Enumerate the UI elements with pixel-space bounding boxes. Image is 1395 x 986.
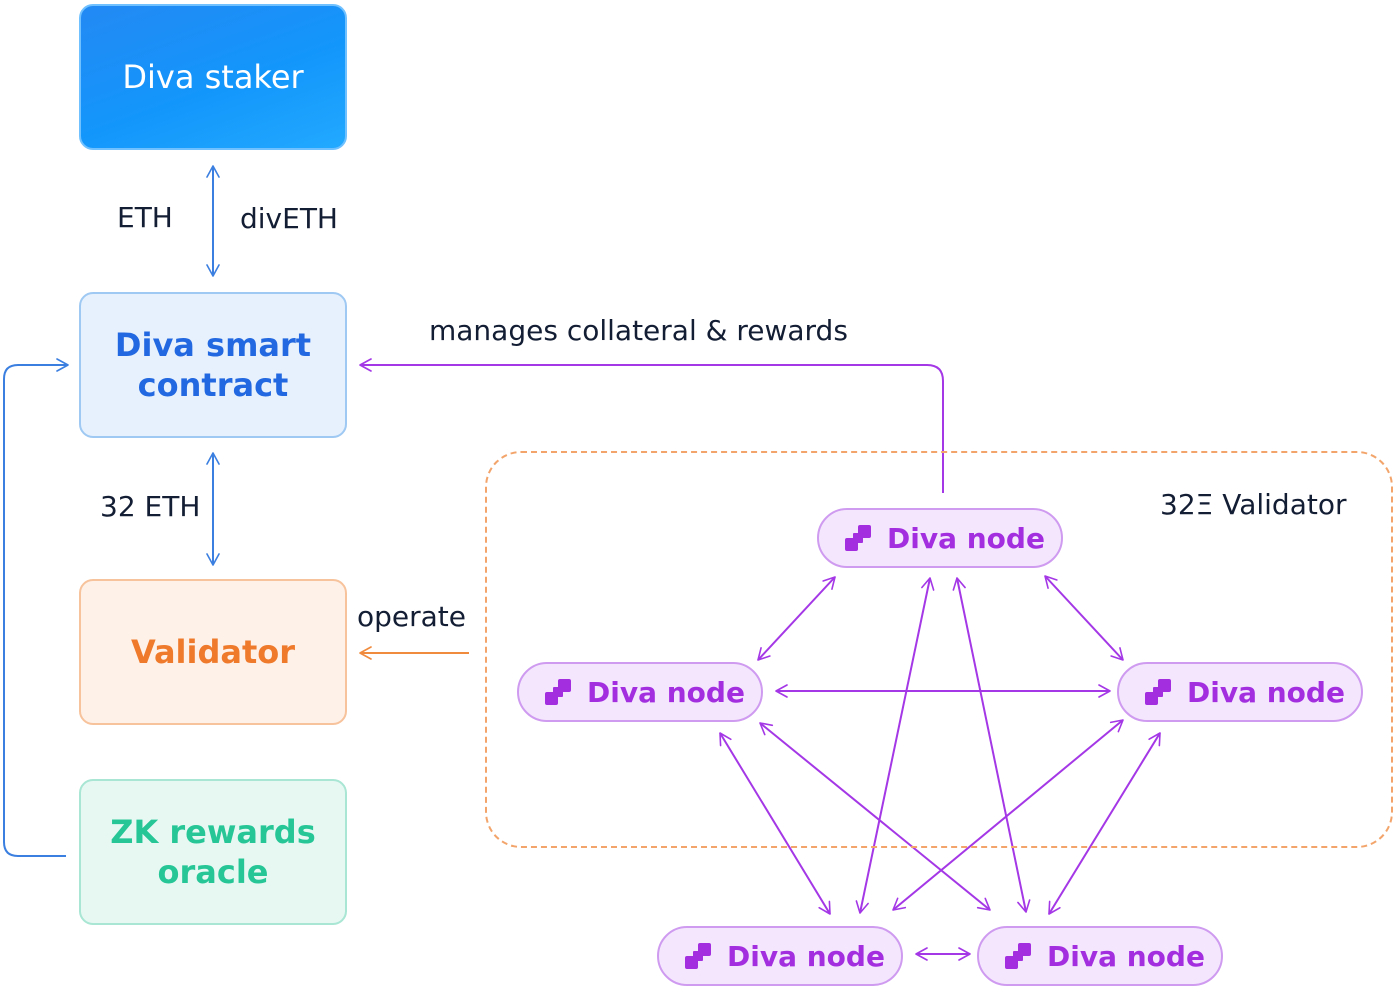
diva-logo-icon: [845, 525, 871, 551]
diveth-label: divETH: [240, 202, 338, 235]
eth-label: ETH: [117, 201, 173, 234]
diva-node-bottom-right: Diva node: [977, 926, 1223, 986]
diva-smart-contract-box: Diva smart contract: [79, 292, 347, 438]
link-right-bottomright: [1048, 732, 1161, 915]
oracle-feedback-arrow: [3, 358, 69, 857]
diva-node-label: Diva node: [1047, 939, 1205, 973]
contract-label-line-1: Diva smart: [114, 326, 312, 364]
32-eth-label: 32 ETH: [100, 490, 201, 523]
zk-rewards-oracle-label: ZK rewards oracle: [110, 812, 316, 892]
diva-smart-contract-label: Diva smart contract: [115, 325, 311, 405]
diva-logo-icon: [1005, 943, 1031, 969]
validator-box: Validator: [79, 579, 347, 725]
link-top-right: [1044, 575, 1124, 661]
manages-arrow: [359, 358, 944, 493]
diva-node-left: Diva node: [517, 662, 763, 722]
oracle-label-line-2: oracle: [157, 853, 269, 891]
diva-node-label: Diva node: [1187, 675, 1345, 709]
diva-staker-label: Diva staker: [122, 58, 304, 96]
link-top-left: [757, 576, 836, 661]
diva-node-top: Diva node: [817, 508, 1063, 568]
diva-staker-box: Diva staker: [79, 4, 347, 150]
diva-node-right: Diva node: [1117, 662, 1363, 722]
zk-rewards-oracle-box: ZK rewards oracle: [79, 779, 347, 925]
diva-node-bottom-left: Diva node: [657, 926, 903, 986]
validator-node-group: [485, 451, 1393, 848]
diva-logo-icon: [545, 679, 571, 705]
validator-label: Validator: [130, 633, 296, 671]
diva-logo-icon: [685, 943, 711, 969]
diva-logo-icon: [1145, 679, 1171, 705]
contract-label-line-2: contract: [137, 366, 289, 404]
diva-node-label: Diva node: [587, 675, 745, 709]
diva-node-label: Diva node: [887, 521, 1045, 555]
node-mesh: [719, 575, 1161, 961]
manages-collateral-label: manages collateral & rewards: [429, 314, 848, 347]
oracle-label-line-1: ZK rewards: [110, 813, 316, 851]
operate-label: operate: [357, 600, 467, 633]
diva-node-label: Diva node: [727, 939, 885, 973]
validator-group-label: 32Ξ Validator: [1160, 488, 1347, 521]
